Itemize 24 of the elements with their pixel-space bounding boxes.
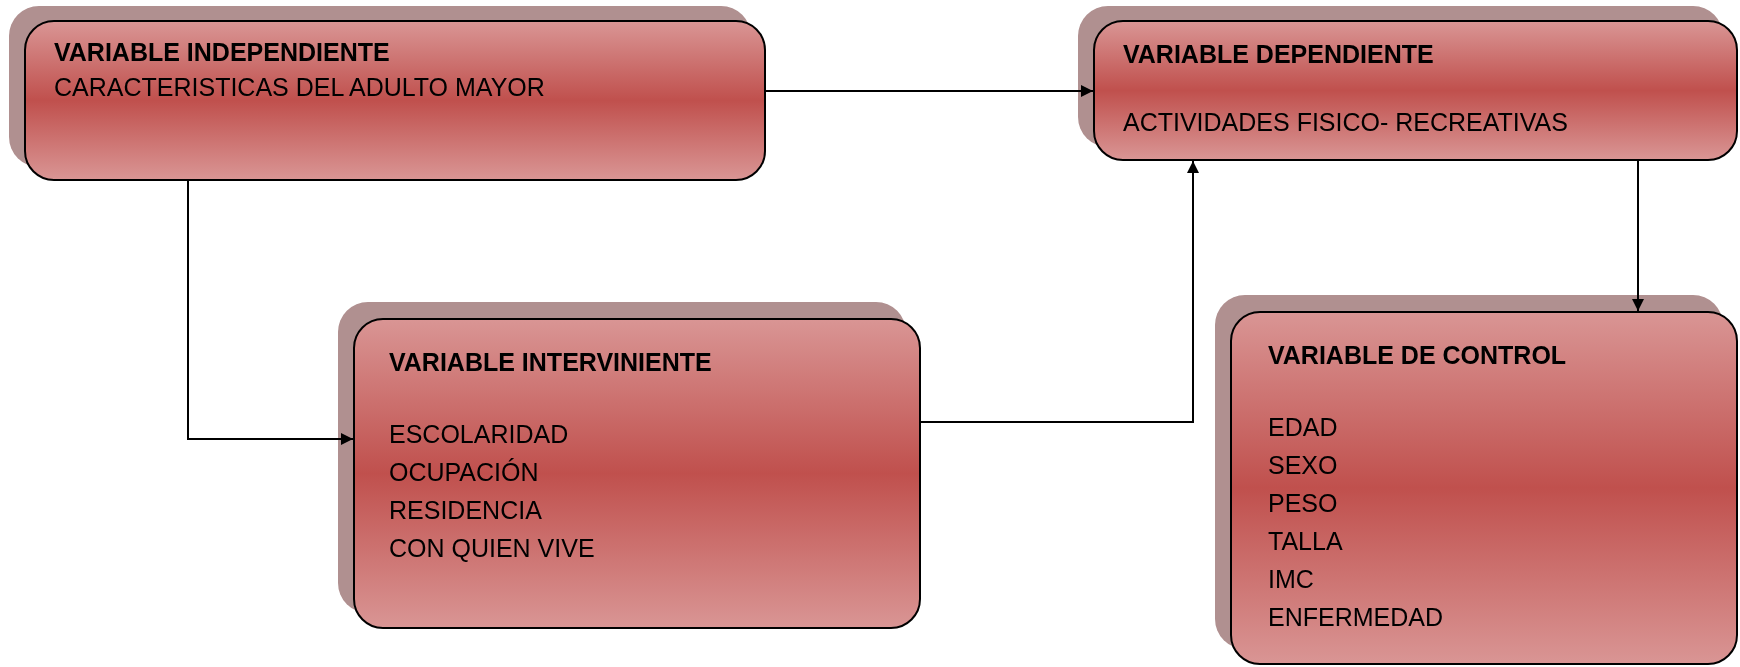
box-heading: VARIABLE INDEPENDIENTE <box>54 38 390 67</box>
box-heading: VARIABLE DEPENDIENTE <box>1123 40 1434 69</box>
box-text: ACTIVIDADES FISICO- RECREATIVAS <box>1123 108 1568 137</box>
box-text: SEXO <box>1268 451 1338 480</box>
box-heading: VARIABLE DE CONTROL <box>1268 341 1567 370</box>
box-text: CARACTERISTICAS DEL ADULTO MAYOR <box>54 73 545 102</box>
arrow <box>920 160 1199 423</box>
box-text: ENFERMEDAD <box>1268 603 1443 632</box>
box-text: PESO <box>1268 489 1338 518</box>
box-text: IMC <box>1268 565 1314 594</box>
arrow <box>187 180 354 445</box>
box-text: ESCOLARIDAD <box>389 420 569 449</box>
arrow <box>765 85 1094 97</box>
box-text: EDAD <box>1268 413 1338 442</box>
box-text: OCUPACIÓN <box>389 458 539 487</box>
variable-box <box>1093 20 1738 161</box>
box-text: RESIDENCIA <box>389 496 542 525</box>
box-text: CON QUIEN VIVE <box>389 534 595 563</box>
box-text: TALLA <box>1268 527 1343 556</box>
variable-box <box>1230 311 1738 665</box>
variable-box <box>24 20 766 181</box>
variable-box <box>353 318 921 629</box>
arrow <box>1632 160 1644 312</box>
box-heading: VARIABLE INTERVINIENTE <box>389 348 712 377</box>
